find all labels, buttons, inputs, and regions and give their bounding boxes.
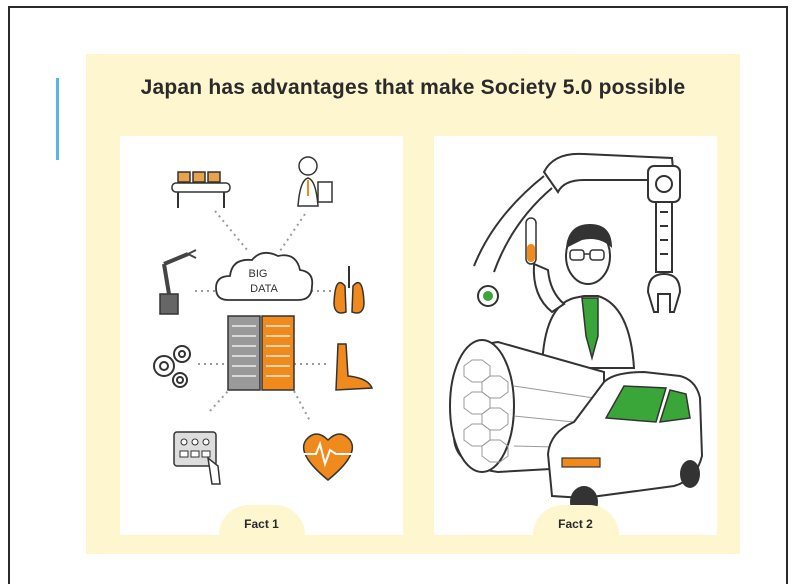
gears-icon — [153, 345, 191, 388]
robot-arm-cable — [473, 175, 553, 273]
infographic-panel: Japan has advantages that make Society 5… — [86, 54, 740, 554]
scientist-car-illustration — [449, 152, 704, 518]
accent-bar — [56, 78, 59, 160]
fact-1-card: BIG DATA — [120, 136, 403, 535]
fact-1-tab: Fact 1 — [218, 505, 305, 535]
big-data-illustration: BIG DATA — [153, 156, 374, 485]
infographic-title: Japan has advantages that make Society 5… — [140, 76, 686, 99]
industrial-robot-arm-icon — [542, 152, 682, 313]
fact-2-card: Fact 2 — [434, 136, 717, 535]
big-data-cloud: BIG DATA — [215, 251, 314, 301]
fact-2-tab: Fact 2 — [532, 505, 619, 535]
heart-icon — [302, 433, 354, 481]
lungs-icon — [333, 266, 365, 314]
keypad-icon — [173, 431, 221, 485]
fact-1-label: Fact 1 — [244, 517, 279, 531]
robot-arm-icon — [159, 249, 197, 315]
server-racks-icon — [227, 315, 295, 391]
fact-2-label: Fact 2 — [558, 517, 593, 531]
cloud-label-line1: BIG — [249, 268, 268, 280]
robot-joint-light — [483, 291, 493, 301]
scientist-figure — [532, 224, 636, 369]
cloud-label-line2: DATA — [250, 283, 278, 295]
conveyor-icon — [171, 171, 231, 208]
researcher-icon — [297, 156, 333, 207]
foot-icon — [335, 343, 374, 391]
test-tube-icon — [525, 217, 537, 265]
